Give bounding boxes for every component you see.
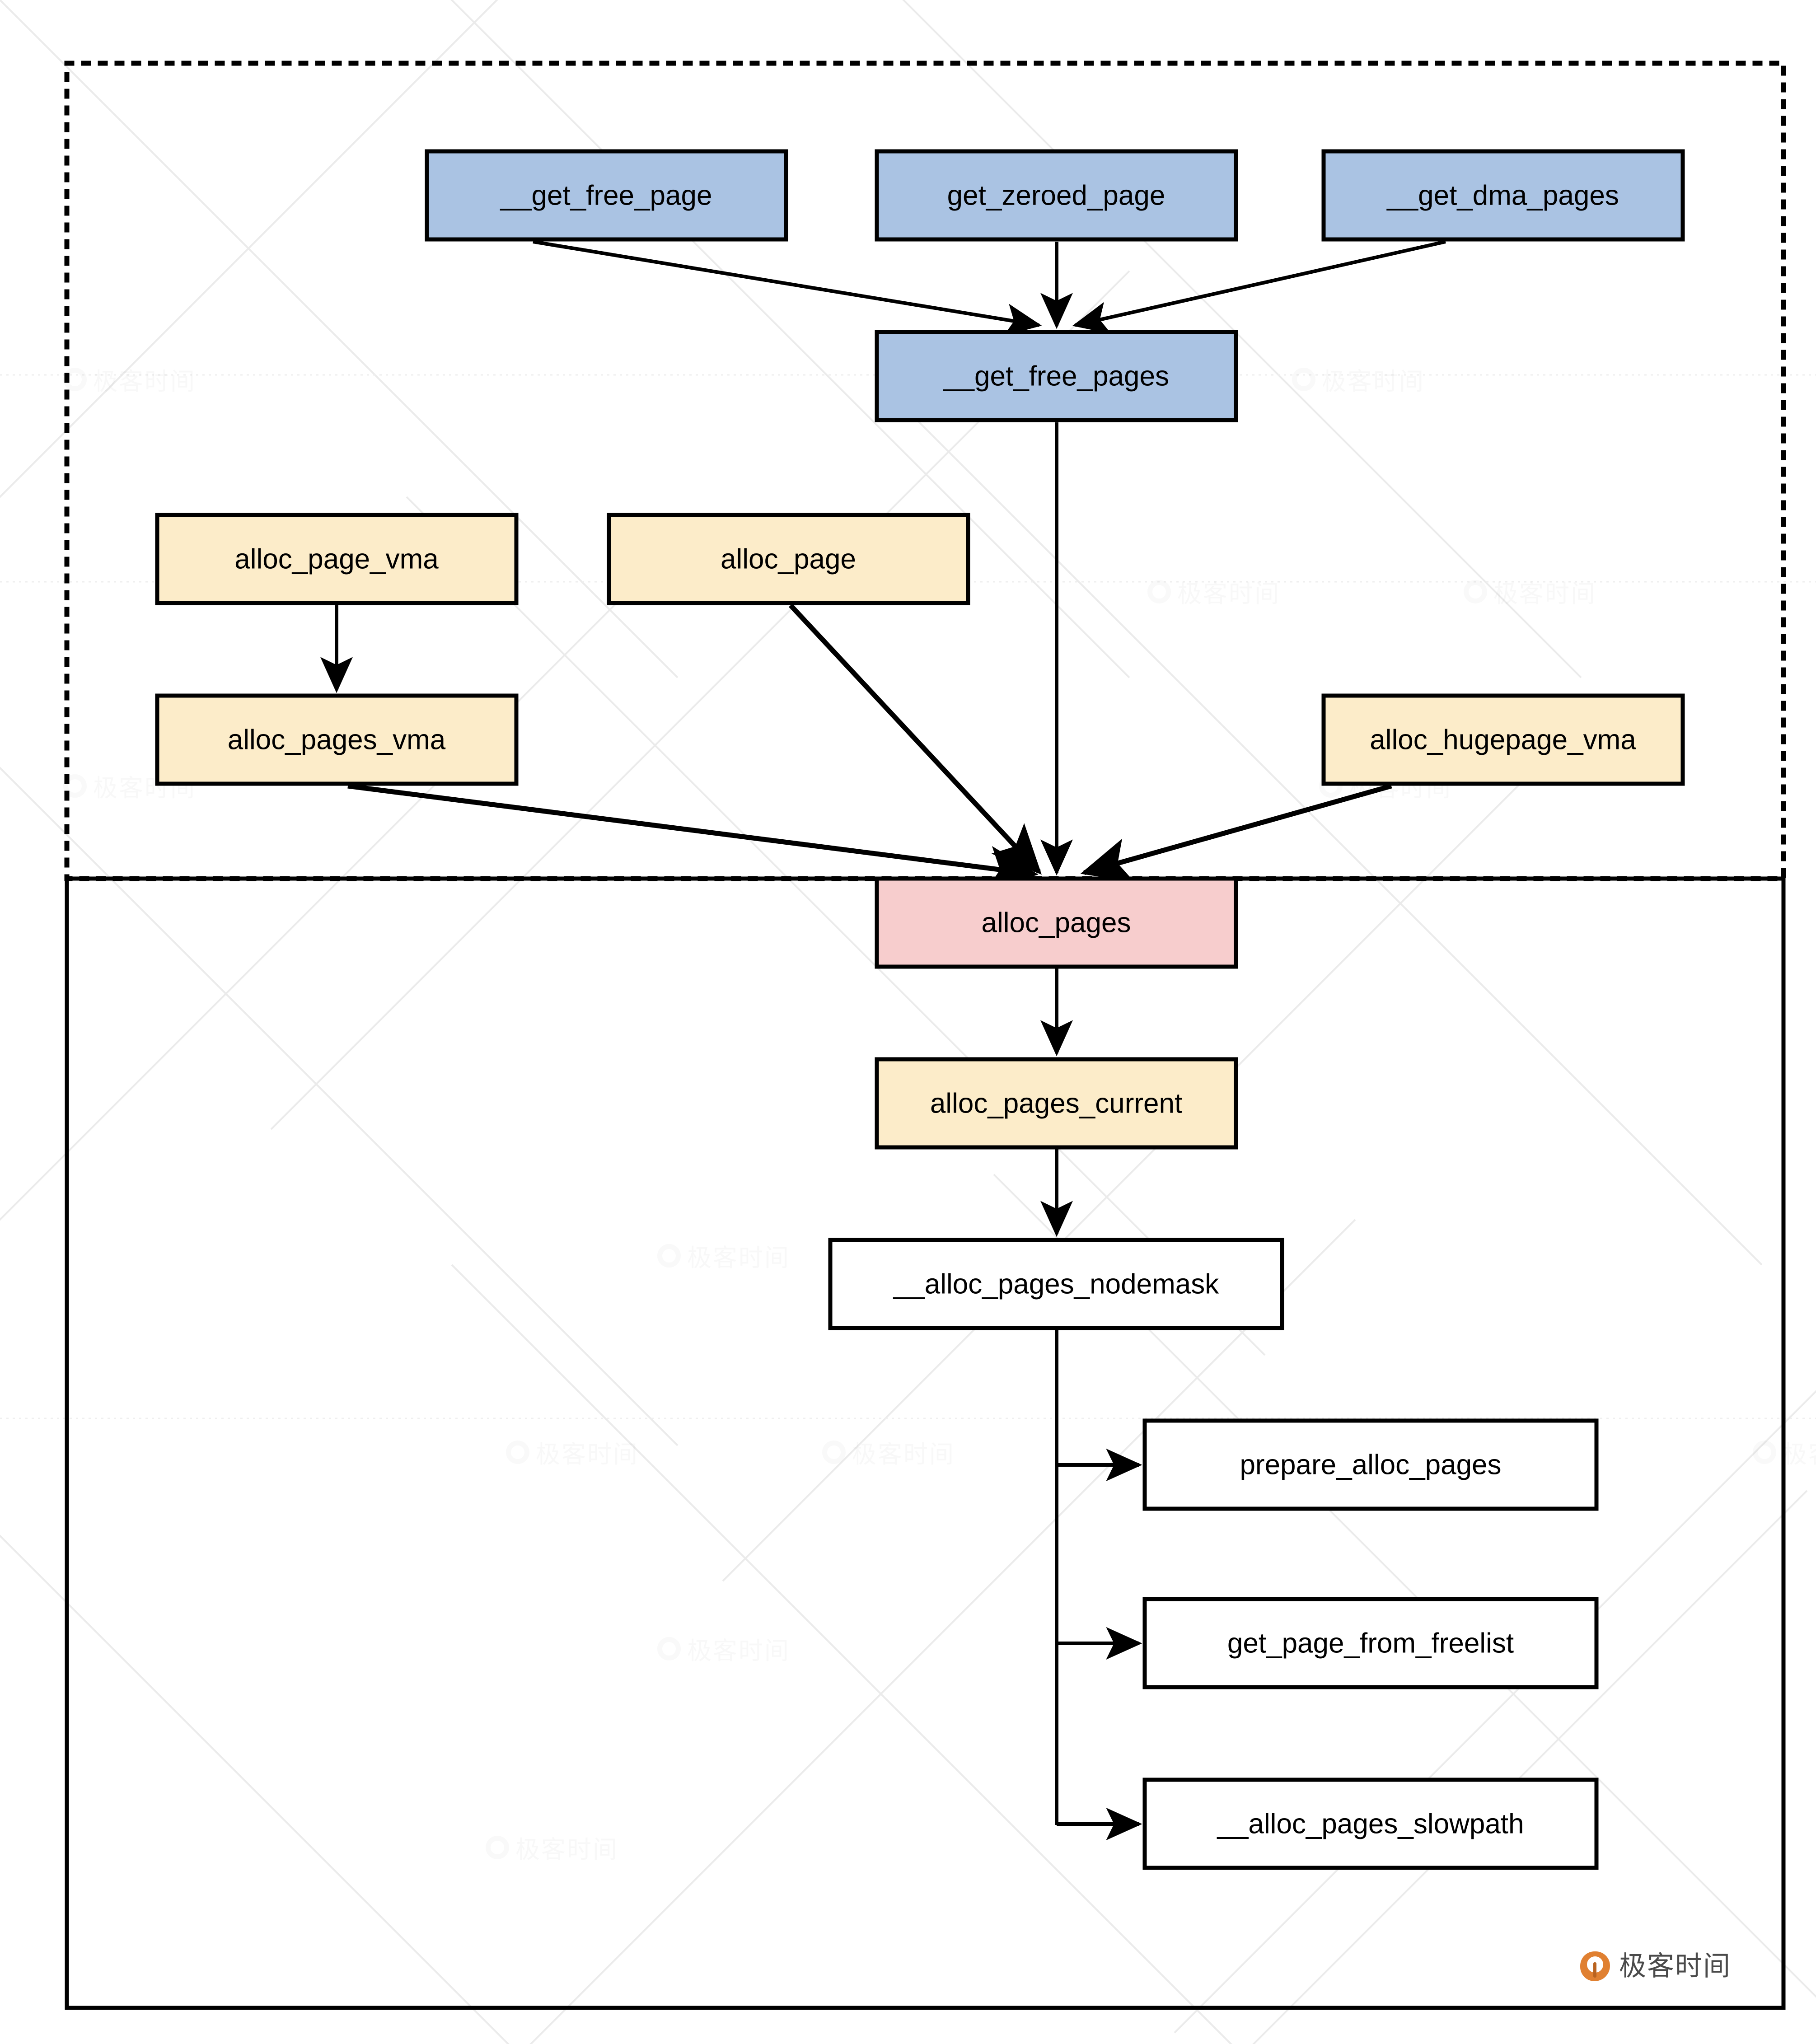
node-label: alloc_pages	[982, 907, 1131, 938]
node-alloc_pages_current[interactable]: alloc_pages_current	[875, 1057, 1238, 1150]
node-alloc_page[interactable]: alloc_page	[607, 513, 970, 605]
node-alloc_pages_vma[interactable]: alloc_pages_vma	[155, 693, 519, 786]
edge-layer	[320, 240, 1446, 1840]
node-alloc_hugepage_vma[interactable]: alloc_hugepage_vma	[1321, 693, 1685, 786]
node-get_dma_pages[interactable]: __get_dma_pages	[1321, 149, 1685, 242]
edge-get_dma_pages-to-get_free_pages	[1072, 240, 1446, 334]
node-label: __alloc_pages_nodemask	[893, 1268, 1219, 1300]
node-label: __alloc_pages_slowpath	[1217, 1808, 1524, 1839]
node-label: alloc_page	[721, 543, 856, 575]
edge-alloc_hugepage_vma-to-alloc_pages	[1080, 783, 1392, 882]
node-label: alloc_hugepage_vma	[1370, 724, 1636, 755]
node-alloc_pages_nodemask[interactable]: __alloc_pages_nodemask	[828, 1238, 1284, 1330]
node-get_page_from_freelist[interactable]: get_page_from_freelist	[1142, 1597, 1599, 1689]
node-prepare_alloc_pages[interactable]: prepare_alloc_pages	[1142, 1418, 1599, 1511]
node-label: alloc_pages_vma	[228, 724, 446, 755]
node-label: prepare_alloc_pages	[1240, 1449, 1501, 1480]
edge-alloc_page-to-alloc_pages	[788, 603, 1042, 875]
node-get_free_pages[interactable]: __get_free_pages	[875, 330, 1238, 422]
node-label: get_zeroed_page	[947, 180, 1165, 211]
node-label: get_page_from_freelist	[1227, 1628, 1514, 1659]
node-label: alloc_page_vma	[234, 543, 439, 575]
node-alloc_page_vma[interactable]: alloc_page_vma	[155, 513, 519, 605]
brand-logo: 极客时间	[1580, 1951, 1731, 1981]
node-get_zeroed_page[interactable]: get_zeroed_page	[875, 149, 1238, 242]
edge-alloc_pages_vma-to-alloc_pages	[347, 783, 1039, 891]
node-get_free_page[interactable]: __get_free_page	[425, 149, 788, 242]
brand-logo-text: 极客时间	[1619, 1951, 1731, 1981]
node-label: __get_free_pages	[943, 360, 1169, 392]
node-label: alloc_pages_current	[930, 1088, 1182, 1119]
node-alloc_pages[interactable]: alloc_pages	[875, 876, 1238, 969]
edge-get_free_page-to-get_free_pages	[533, 240, 1042, 336]
node-label: __get_dma_pages	[1386, 180, 1619, 211]
geektime-drop-icon	[1580, 1951, 1610, 1981]
node-label: __get_free_page	[500, 180, 712, 211]
node-alloc_pages_slowpath[interactable]: __alloc_pages_slowpath	[1142, 1777, 1599, 1870]
